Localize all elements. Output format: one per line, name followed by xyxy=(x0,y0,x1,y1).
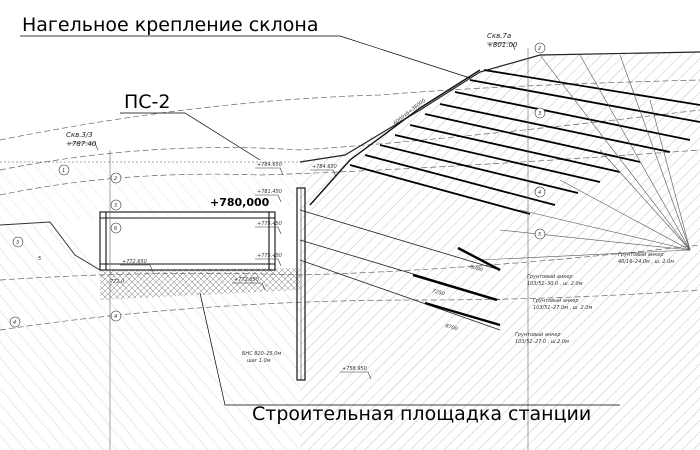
elevation-label: 772.0 xyxy=(110,279,124,285)
layer-number: 4 xyxy=(13,320,16,326)
anchor-spec: 103/51–30.0 , ш. 2.0м xyxy=(527,281,583,287)
anchor-label: Грунтовый анкер xyxy=(533,298,579,304)
crosshatch-layer xyxy=(100,268,300,300)
elevation-label: +772.850 xyxy=(234,277,259,283)
anchor-length: 7250 xyxy=(431,288,445,297)
layer-number: 4 xyxy=(114,314,117,320)
anchor-label: Грунтовый анкер xyxy=(515,332,561,338)
anchor-spec: 40/16–24.0м , ш. 2.0м xyxy=(618,259,674,265)
ground-anchors xyxy=(299,209,501,331)
layer-number: 5 xyxy=(538,232,541,238)
elevation-label: +775.450 xyxy=(257,221,282,227)
ps-label: ПС-2 xyxy=(124,91,171,113)
anchor-length: 8700 xyxy=(444,323,458,332)
anchor-label: Грунтовый анкер xyxy=(618,252,664,258)
pit-left-slope xyxy=(0,221,101,271)
layer-number: 3 xyxy=(114,203,117,209)
layer-number: 6 xyxy=(114,226,117,232)
anchor-fan-lines xyxy=(479,54,691,261)
soil-nails xyxy=(349,69,700,215)
anchor-length: 8000 xyxy=(469,264,483,273)
layer-circles xyxy=(9,42,546,328)
elevation-label: +775.450 xyxy=(257,253,282,259)
geological-boundaries xyxy=(0,79,700,331)
elevation-label: +784.650 xyxy=(312,164,337,170)
borehole-name-left: Скв.3/3 xyxy=(66,131,93,139)
retaining-pile xyxy=(296,187,306,381)
borehole-tag: 2 xyxy=(538,46,541,52)
site-label: Строительная площадка станции xyxy=(252,403,591,425)
anchor-spec: 103/51–27.0м , ш. 2.0м xyxy=(533,305,592,311)
elevation-label: +781.450 xyxy=(257,189,282,195)
borehole-elev-left: +787.40 xyxy=(66,140,97,148)
pile-spec: БНС 820–25.0м xyxy=(242,351,281,357)
elevation-ticks xyxy=(70,42,516,380)
main-elevation: +780,000 xyxy=(210,196,270,209)
drawing-title: Нагельное крепление склона xyxy=(22,14,318,36)
anchor-label: Грунтовый анкер xyxy=(527,274,573,280)
leader-lines xyxy=(20,35,620,406)
slope-face xyxy=(309,69,481,206)
ground-surface xyxy=(299,51,700,163)
soil-mass-upper-left xyxy=(0,160,300,225)
layer-number: 2 xyxy=(114,176,117,182)
borehole-name-right: Скв.7а xyxy=(487,32,511,40)
pile-step: шаг 1.0м xyxy=(247,358,271,364)
elevation-label: +772.650 xyxy=(122,259,147,265)
borehole-elev-right: +801.00 xyxy=(487,41,518,49)
anchor-spec: 103/51–27.0 , ш.2.0м xyxy=(515,339,569,345)
layer-number: 3 xyxy=(16,240,19,246)
borehole-tag: 3 xyxy=(538,111,541,117)
borehole-tag: 4 xyxy=(538,190,541,196)
borehole-tag: 5 xyxy=(38,256,41,262)
layer-number: 1 xyxy=(62,168,65,174)
soil-mass-right xyxy=(300,52,700,450)
station-box xyxy=(99,211,276,271)
elevation-label: +784.650 xyxy=(257,162,282,168)
elevation-label: +758.950 xyxy=(342,366,367,372)
